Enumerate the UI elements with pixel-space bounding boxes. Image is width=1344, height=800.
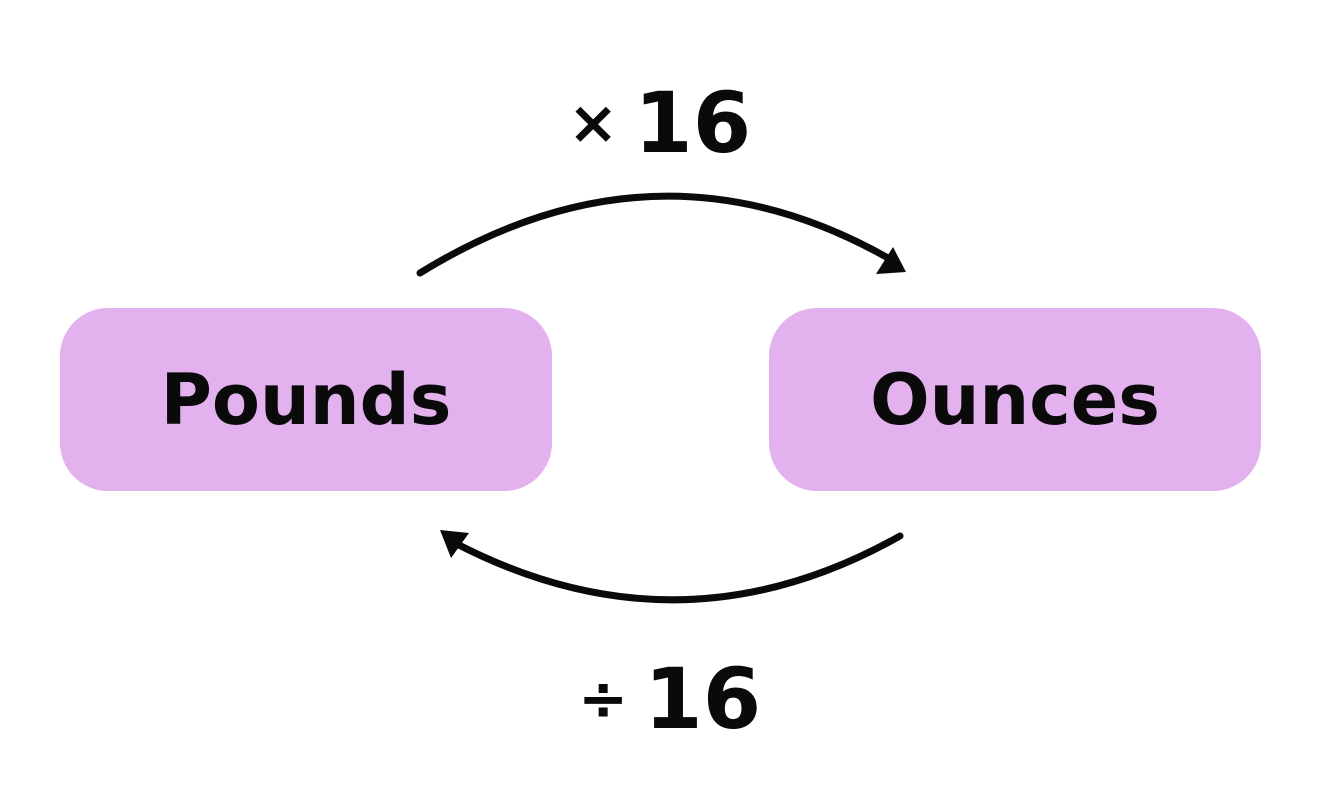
pounds-label: Pounds [160,358,452,441]
divide-operator: ÷ [578,664,629,734]
multiply-label: × 16 [568,68,751,178]
divide-label: ÷ 16 [578,644,761,754]
ounces-label: Ounces [870,358,1160,441]
multiply-operator: × [568,88,619,158]
forward-arrowhead-icon [876,247,906,274]
reverse-arrow-line [451,532,904,604]
ounces-box: Ounces [769,308,1261,491]
multiply-factor: 16 [634,74,752,172]
reverse-arrowhead-icon [440,530,469,558]
pounds-box: Pounds [60,308,552,491]
forward-arrow-line [416,192,899,277]
divide-factor: 16 [644,650,762,748]
